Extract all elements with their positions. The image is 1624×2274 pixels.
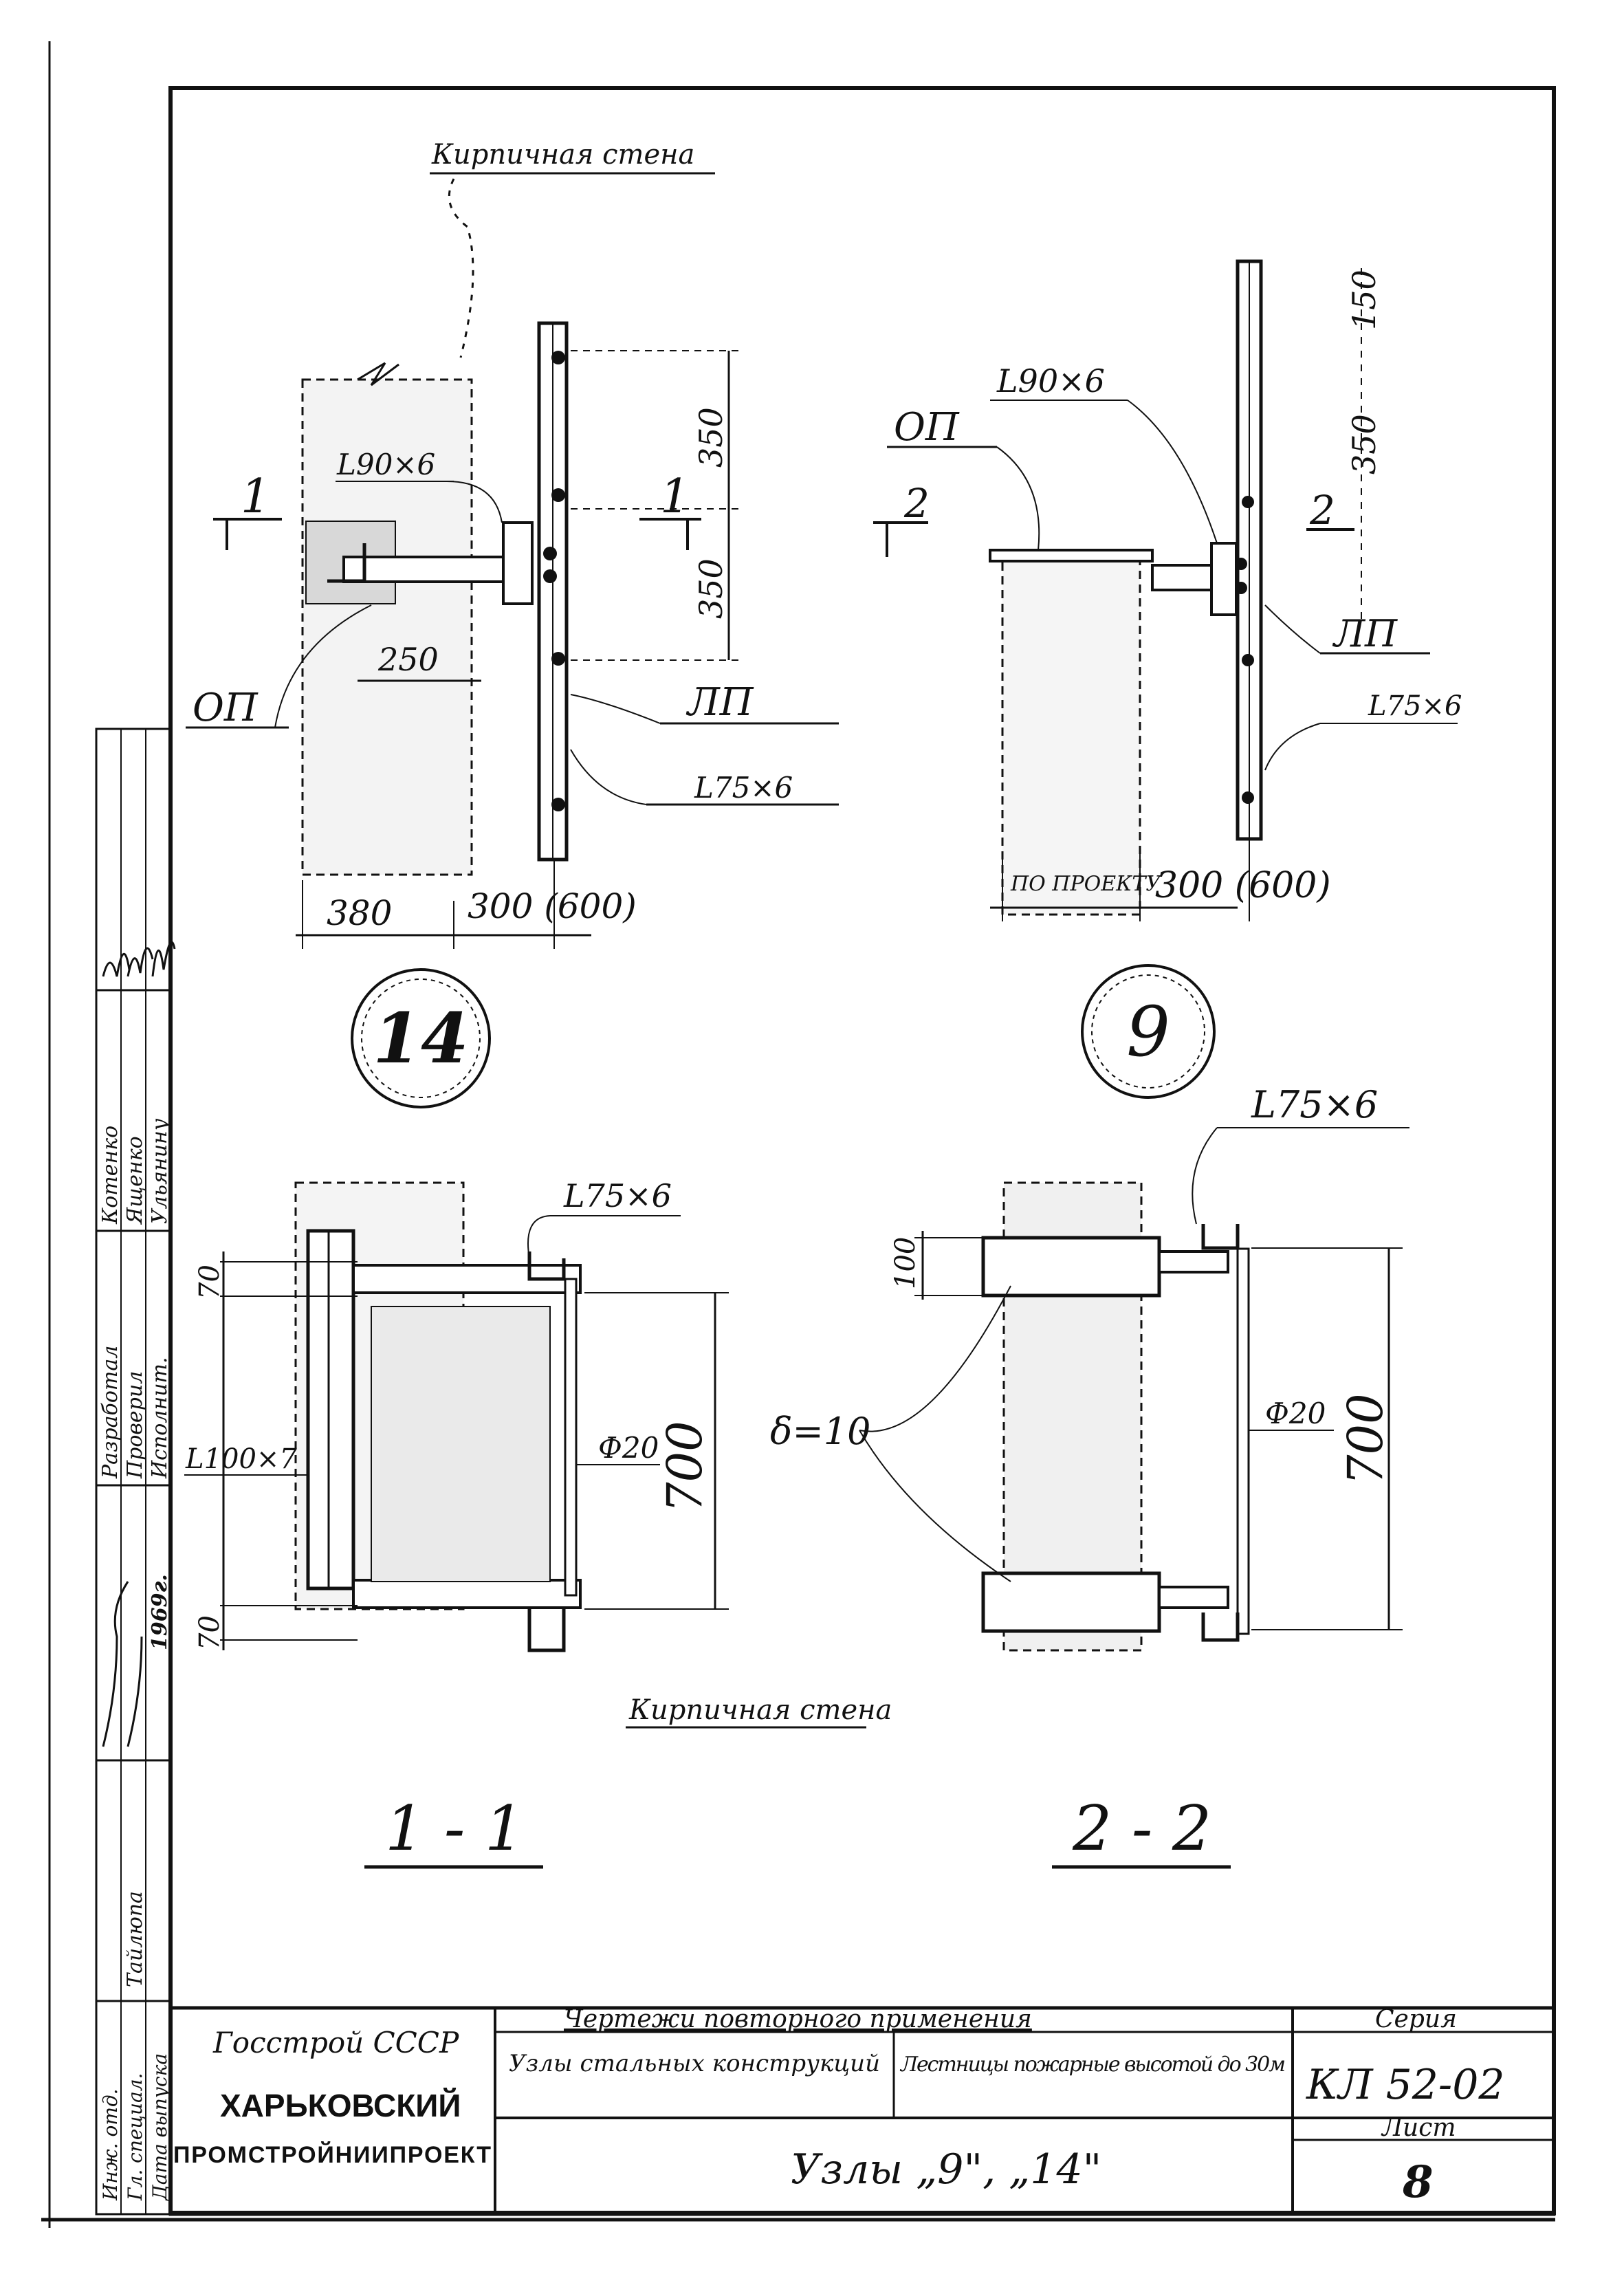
s22-rod-label: Ф20 bbox=[1265, 1397, 1326, 1430]
tb-sheet-label: Лист bbox=[1381, 2114, 1456, 2142]
node9-section-mark-right: 2 bbox=[1309, 487, 1335, 534]
s11-concrete bbox=[371, 1306, 551, 1582]
s22-angle-top: L75×6 bbox=[1251, 1083, 1378, 1126]
s11-title: 1 - 1 bbox=[385, 1793, 524, 1865]
node9-plate bbox=[1210, 542, 1238, 616]
s22-bracket-top bbox=[1158, 1250, 1229, 1273]
node14-dim-offset: 300 (600) bbox=[468, 886, 637, 926]
s11-bottom-bracket bbox=[352, 1579, 582, 1609]
title-block: Госстрой СССР ХАРЬКОВСКИЙ ПРОМСТРОЙНИИПР… bbox=[168, 2005, 1556, 2216]
stamp-signatures bbox=[102, 941, 176, 1747]
s11-angle-top: L75×6 bbox=[563, 1177, 672, 1214]
node14-bracket bbox=[342, 556, 507, 583]
s11-rod bbox=[564, 1278, 578, 1597]
stamp-value-specialist: Тайлюпа bbox=[123, 1891, 147, 1987]
node14-angle-top: L90×6 bbox=[336, 448, 435, 481]
tb-org1: Госстрой СССР bbox=[212, 2026, 459, 2059]
node14-section-mark-right: 1 bbox=[660, 470, 690, 524]
node9-ladder-angle: L75×6 bbox=[1368, 690, 1462, 722]
node14-ladder-label: ЛП bbox=[685, 680, 754, 725]
stamp-label-specialist: Гл. специал. bbox=[124, 2073, 146, 2201]
node14-view-label: 14 bbox=[373, 998, 468, 1079]
node9-bracket bbox=[1151, 564, 1213, 591]
s22-title: 2 - 2 bbox=[1072, 1793, 1211, 1865]
tb-sheet-title: Узлы „9", „14" bbox=[791, 2145, 1101, 2194]
node-9-callout: 9 bbox=[1081, 964, 1216, 1099]
tb-series-label: Серия bbox=[1375, 2005, 1457, 2033]
s11-angle-left bbox=[306, 1229, 355, 1590]
stamp-value-issue-date: 1969г. bbox=[148, 1574, 172, 1650]
node14-brick-wall bbox=[301, 378, 473, 876]
node9-ladder-label: ЛП bbox=[1332, 612, 1398, 655]
s11-top-bracket bbox=[352, 1264, 582, 1294]
node14-bolts bbox=[543, 351, 565, 811]
node-9-plan: 150 350 2 2 ОП L90×6 ЛП L75×6 ПО ПРОЕКТУ… bbox=[873, 259, 1462, 921]
node9-dim-width: ПО ПРОЕКТУ bbox=[1010, 872, 1162, 896]
node14-section-mark-left: 1 bbox=[241, 470, 270, 524]
node14-dim-380: 380 bbox=[327, 893, 392, 933]
node9-dim-top2: 150 bbox=[1346, 270, 1383, 330]
section-1-1: L75×6 L100×7 Ф20 700 70 70 Кирпичная сте… bbox=[184, 1177, 892, 1869]
node9-bolts bbox=[1235, 496, 1254, 804]
node9-top-plate bbox=[989, 549, 1154, 562]
stamp-name-developer: Котенко bbox=[98, 1126, 122, 1225]
node-14-plan: Кирпичная стена 350 350 1 1 L90×6 bbox=[186, 139, 839, 949]
s11-dim-70a: 70 bbox=[194, 1265, 226, 1300]
left-stamp: Разработал Проверил Исполнит. Котенко Ящ… bbox=[95, 728, 176, 2216]
node9-dim-offset: 300 (600) bbox=[1155, 865, 1331, 906]
s11-wall-caption: Кирпичная стена bbox=[628, 1694, 892, 1726]
s11-dim-700: 700 bbox=[657, 1421, 713, 1513]
tb-header: Чертежи повторного применения bbox=[564, 2005, 1032, 2033]
node14-dim-250: 250 bbox=[377, 641, 439, 678]
stamp-name-checker: Ященко bbox=[123, 1136, 147, 1225]
s22-dim-100: 100 bbox=[890, 1237, 921, 1289]
node14-wall-label: ОП bbox=[193, 686, 259, 730]
s11-dim-70b: 70 bbox=[194, 1615, 226, 1650]
node14-wall-caption: Кирпичная стена bbox=[431, 139, 694, 171]
tb-subject: Узлы стальных конструкций bbox=[509, 2050, 880, 2077]
tb-series-value: КЛ 52-02 bbox=[1306, 2061, 1505, 2109]
node14-ladder-angle: L75×6 bbox=[694, 771, 793, 805]
node9-angle-top: L90×6 bbox=[996, 362, 1105, 400]
s22-dim-700: 700 bbox=[1337, 1393, 1394, 1485]
tb-org3: ПРОМСТРОЙНИИПРОЕКТ bbox=[173, 2141, 491, 2168]
node14-dim-350b: 350 bbox=[692, 558, 729, 619]
s22-bottom-plate bbox=[981, 1571, 1161, 1633]
s22-plate-label: δ=10 bbox=[770, 1410, 870, 1453]
stamp-label-issue-date: Дата выпуска bbox=[149, 2053, 171, 2202]
node9-dim-top: 350 bbox=[1346, 414, 1383, 474]
tb-org2: ХАРЬКОВСКИЙ bbox=[220, 2088, 461, 2123]
tb-product: Лестницы пожарные высотой до 30м bbox=[899, 2053, 1286, 2077]
node14-dim-350a: 350 bbox=[692, 407, 729, 468]
stamp-name-executor: Ульянину bbox=[148, 1118, 172, 1224]
stamp-label-executor: Исполнит. bbox=[148, 1357, 172, 1479]
section-2-2: L75×6 δ=10 Ф20 100 700 2 - 2 bbox=[770, 1083, 1409, 1869]
node9-wall bbox=[1001, 556, 1141, 916]
s22-bracket-bottom bbox=[1158, 1586, 1229, 1609]
s11-angle-left-label: L100×7 bbox=[185, 1443, 297, 1475]
node14-plate bbox=[502, 521, 534, 605]
node9-section-mark-left: 2 bbox=[903, 480, 930, 527]
s11-rod-label: Ф20 bbox=[598, 1431, 659, 1465]
stamp-label-dept: Инж. отд. bbox=[99, 2088, 122, 2201]
node9-view-label: 9 bbox=[1126, 992, 1170, 1072]
s22-rod bbox=[1236, 1247, 1250, 1635]
tb-sheet-value: 8 bbox=[1402, 2156, 1434, 2208]
node9-wall-label: ОП bbox=[894, 405, 960, 450]
stamp-label-checker: Проверил bbox=[123, 1371, 147, 1479]
node-14-callout: 14 bbox=[351, 968, 491, 1108]
stamp-label-developer: Разработал bbox=[98, 1346, 122, 1479]
